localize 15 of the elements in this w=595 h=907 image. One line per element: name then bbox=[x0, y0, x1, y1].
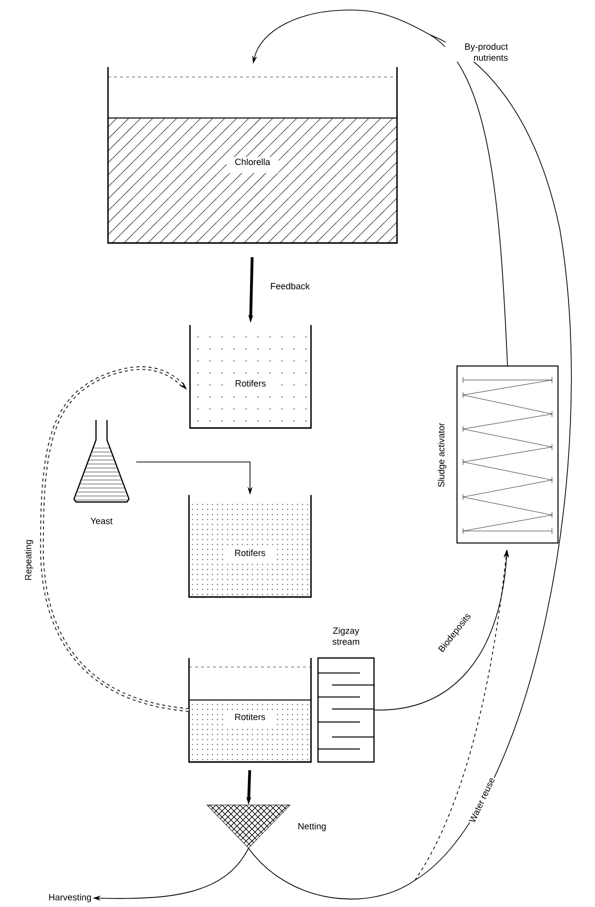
stream-label: Zigzay stream bbox=[332, 627, 360, 645]
tank-drawing: Rotifers bbox=[189, 325, 312, 429]
netting-label: Netting bbox=[298, 822, 326, 832]
flask-label: Yeast bbox=[90, 518, 113, 524]
sludge-label: Sludge activator bbox=[438, 422, 446, 487]
edge-label: By-product nutrients bbox=[445, 42, 509, 62]
edge-label: Water reuse bbox=[468, 775, 496, 825]
edge-label: Feedback bbox=[269, 282, 311, 290]
tank-drawing: Rotiters bbox=[188, 658, 312, 763]
edge-label: Repeating bbox=[24, 538, 34, 582]
tank-drawing: Rotifers bbox=[188, 495, 312, 598]
tank-drawing: Chlorella bbox=[107, 67, 398, 244]
node-label: Chlorella bbox=[235, 158, 270, 166]
output-label: Harvesting bbox=[49, 894, 91, 902]
arrow bbox=[40, 366, 190, 712]
